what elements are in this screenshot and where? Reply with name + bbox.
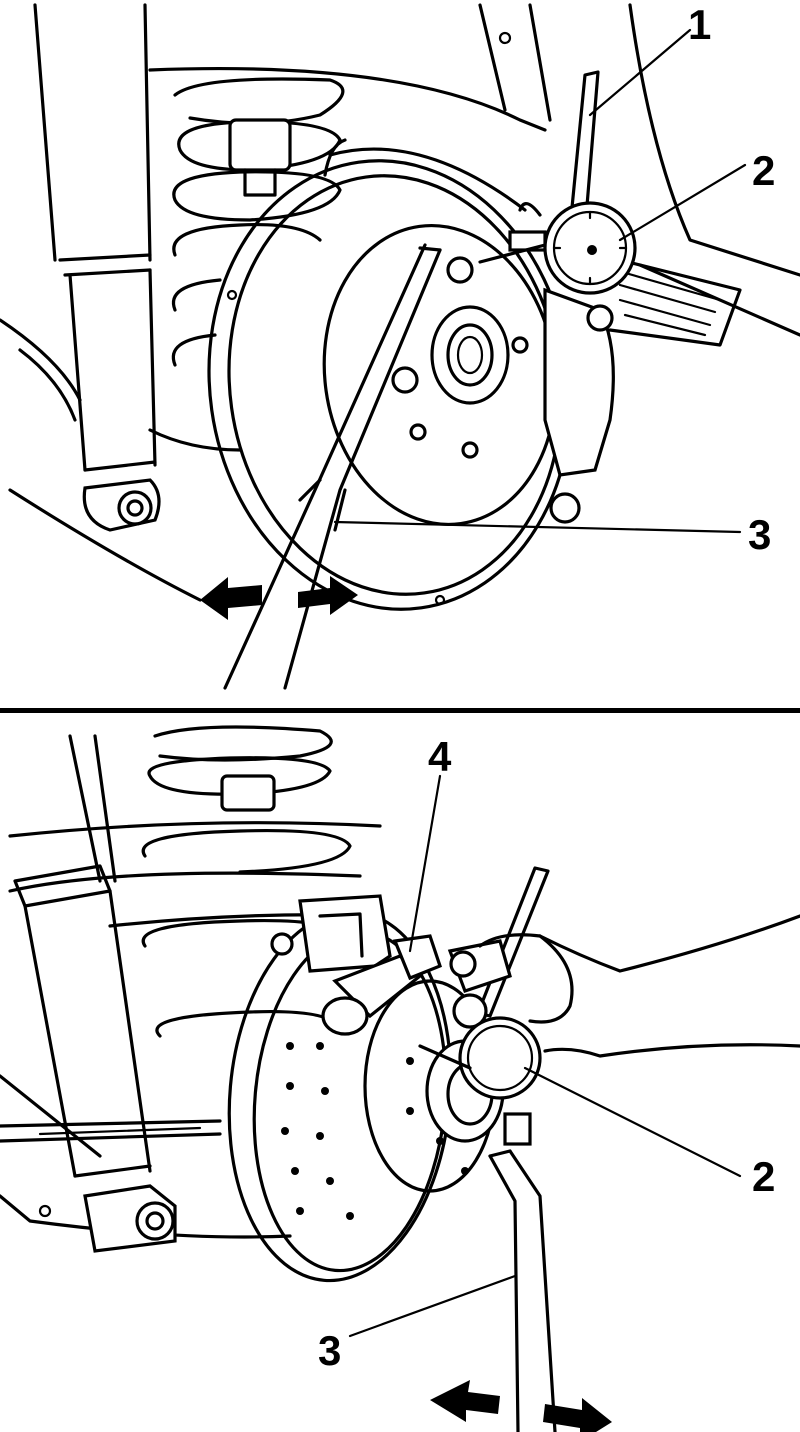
callout-2: 2 (752, 1153, 776, 1200)
coil-spring (141, 725, 352, 1038)
callout-1: 1 (688, 1, 712, 48)
direction-arrows (200, 576, 358, 620)
handbrake-cable (0, 1119, 222, 1143)
bottom-illustration (0, 725, 800, 1432)
body-frame (0, 821, 382, 1239)
shock-absorber (13, 734, 177, 1253)
callout-3: 3 (748, 511, 772, 558)
callout-3: 3 (318, 1327, 342, 1374)
dial-gauge (478, 70, 637, 295)
top-illustration-panel: 1 2 3 (0, 0, 800, 706)
bottom-illustration-panel: 4 2 3 (0, 716, 800, 1432)
arrow-right-icon (543, 1398, 612, 1432)
hand (478, 914, 800, 1058)
callout-4: 4 (428, 733, 452, 780)
leader-lines (333, 28, 747, 534)
drum-holes (281, 1042, 469, 1220)
callout-2: 2 (752, 147, 776, 194)
shock-absorber (33, 3, 161, 532)
leader-lines (348, 774, 742, 1338)
arrow-left-icon (430, 1380, 500, 1422)
wheel-hub (391, 256, 529, 459)
arrow-right-icon (298, 576, 358, 615)
coil-spring (171, 77, 345, 367)
caliper-bracket (270, 894, 442, 1036)
arrow-left-icon (200, 577, 262, 620)
brake-caliper (543, 253, 742, 524)
panel-divider (0, 708, 800, 713)
lever-tool (223, 243, 442, 690)
direction-arrows (430, 1380, 612, 1432)
dial-gauge (418, 866, 550, 1100)
lever-tool (488, 1149, 557, 1432)
top-illustration (0, 3, 800, 690)
